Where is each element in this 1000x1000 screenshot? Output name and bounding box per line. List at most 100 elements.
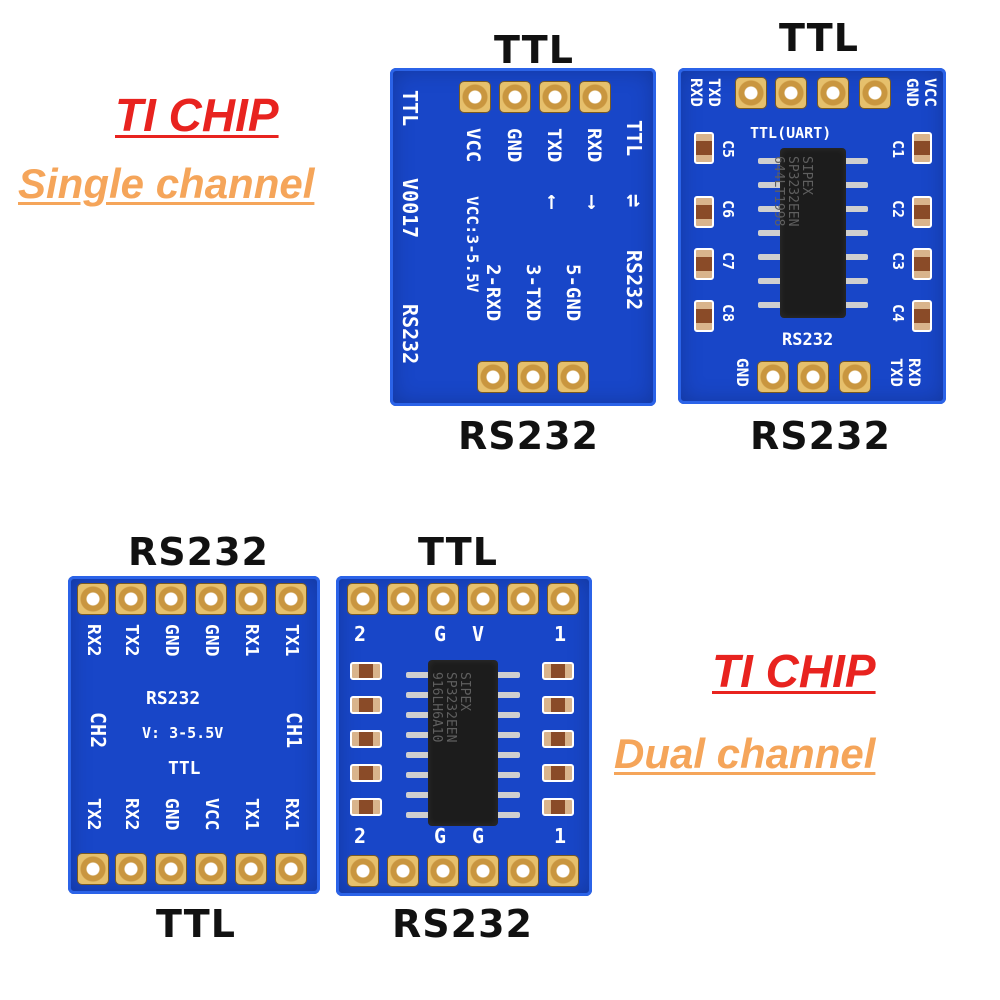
board3-bottom-rx2: RX2 (121, 798, 142, 831)
pad (508, 856, 538, 886)
board3-bottom-tx2: TX2 (83, 798, 104, 831)
capacitor (542, 696, 574, 714)
chip-brand: SIPEX (457, 672, 472, 712)
ic-pin (838, 230, 868, 236)
pad (860, 78, 890, 108)
pad (840, 362, 870, 392)
ic-pin (406, 732, 434, 738)
capacitor (694, 132, 714, 164)
capacitor (694, 196, 714, 228)
pad (548, 856, 578, 886)
board4-top-mark-2: 2 (354, 622, 367, 646)
cap-label-c5: C5 (719, 140, 737, 159)
board1-left-rs232: RS232 (398, 304, 422, 365)
chip-part: SP3232EEN (443, 672, 458, 743)
board3-bottom-rx1: RX1 (281, 798, 302, 831)
capacitor (542, 730, 574, 748)
pad (798, 362, 828, 392)
pad (540, 82, 570, 112)
board3-center-voltage: V: 3-5.5V (142, 724, 224, 742)
board1-rs-gnd: 5-GND (562, 264, 584, 322)
cap-label-c1: C1 (889, 140, 907, 159)
capacitor (542, 798, 574, 816)
board3-ch2-label: CH2 (86, 712, 110, 749)
ic-pin (838, 302, 868, 308)
dual-channel-label: Dual channel (614, 730, 876, 777)
board3-top-rx2: RX2 (83, 624, 104, 657)
ic-pin (492, 772, 520, 778)
board1-pcb: TTL V0017 RS232 VCC GND TXD RXD ⟵ ⟶ VCC:… (390, 68, 656, 406)
chip-lot: 644LT1998 (771, 156, 786, 227)
board1-arrow-tx: ⟵ (541, 196, 565, 209)
pad (236, 854, 266, 884)
ic-pin (492, 712, 520, 718)
capacitor (350, 696, 382, 714)
board4-bottom-mark-2: 2 (354, 824, 367, 848)
ic-pin (758, 254, 788, 260)
capacitor (912, 300, 932, 332)
board3-bottom-tx1: TX1 (241, 798, 262, 831)
cap-label-c7: C7 (719, 252, 737, 271)
board1-vcc-note: VCC:3-5.5V (463, 196, 482, 293)
board3-center-rs232: RS232 (146, 688, 201, 709)
pad (500, 82, 530, 112)
pad (818, 78, 848, 108)
board3-top-rx1: RX1 (241, 624, 262, 657)
capacitor (350, 764, 382, 782)
ic-pin (758, 206, 788, 212)
ic-pin (838, 278, 868, 284)
board1-side-rs232: RS232 (622, 250, 646, 311)
board2-top-txd: TXD (705, 78, 724, 107)
board4-bottom-caption: RS232 (392, 902, 533, 946)
pad (478, 362, 508, 392)
ic-pin (492, 692, 520, 698)
pad (580, 82, 610, 112)
chip-brand: SIPEX (799, 156, 814, 196)
pad (468, 584, 498, 614)
ti-chip-single-title: TI CHIP (115, 89, 279, 141)
ic-pin (406, 812, 434, 818)
pad (276, 584, 306, 614)
capacitor (542, 764, 574, 782)
board4-top-mark-g: G (434, 622, 447, 646)
pad (196, 854, 226, 884)
ic-pin (838, 158, 868, 164)
board3-top-tx1: TX1 (281, 624, 302, 657)
board1-pin-txd: TXD (543, 128, 565, 163)
capacitor (350, 662, 382, 680)
pad (388, 856, 418, 886)
capacitor (912, 196, 932, 228)
board3-top-gnd-b: GND (201, 624, 222, 657)
board2-uart-label: TTL(UART) (750, 124, 832, 142)
ic-pin (406, 712, 434, 718)
chip-lot: 916LH6A10 (429, 672, 444, 743)
board4-bottom-mark-g-b: G (472, 824, 485, 848)
board2-top-rxd: RXD (687, 78, 706, 107)
ic-pin (492, 672, 520, 678)
board3-top-caption: RS232 (128, 530, 269, 574)
cap-label-c8: C8 (719, 304, 737, 323)
ic-pin (406, 772, 434, 778)
cap-label-c4: C4 (889, 304, 907, 323)
capacitor (350, 798, 382, 816)
board1-left-ttl: TTL (398, 90, 422, 127)
board4-bottom-mark-1: 1 (554, 824, 567, 848)
pad (736, 78, 766, 108)
ic-pin (492, 812, 520, 818)
ic-pin (838, 182, 868, 188)
board3-top-gnd-a: GND (161, 624, 182, 657)
capacitor (350, 730, 382, 748)
ic-pin (406, 792, 434, 798)
pad (116, 584, 146, 614)
pad (460, 82, 490, 112)
board3-ch1-label: CH1 (282, 712, 306, 749)
pad (276, 854, 306, 884)
board4-pcb: 2 G V 1 SIPEX SP3232EEN 916LH6A10 2 G G … (336, 576, 592, 896)
capacitor (694, 300, 714, 332)
capacitor (912, 132, 932, 164)
ic-pin (838, 254, 868, 260)
cap-label-c2: C2 (889, 200, 907, 219)
board1-top-caption: TTL (494, 28, 574, 72)
board3-bottom-caption: TTL (156, 902, 236, 946)
pad (468, 856, 498, 886)
